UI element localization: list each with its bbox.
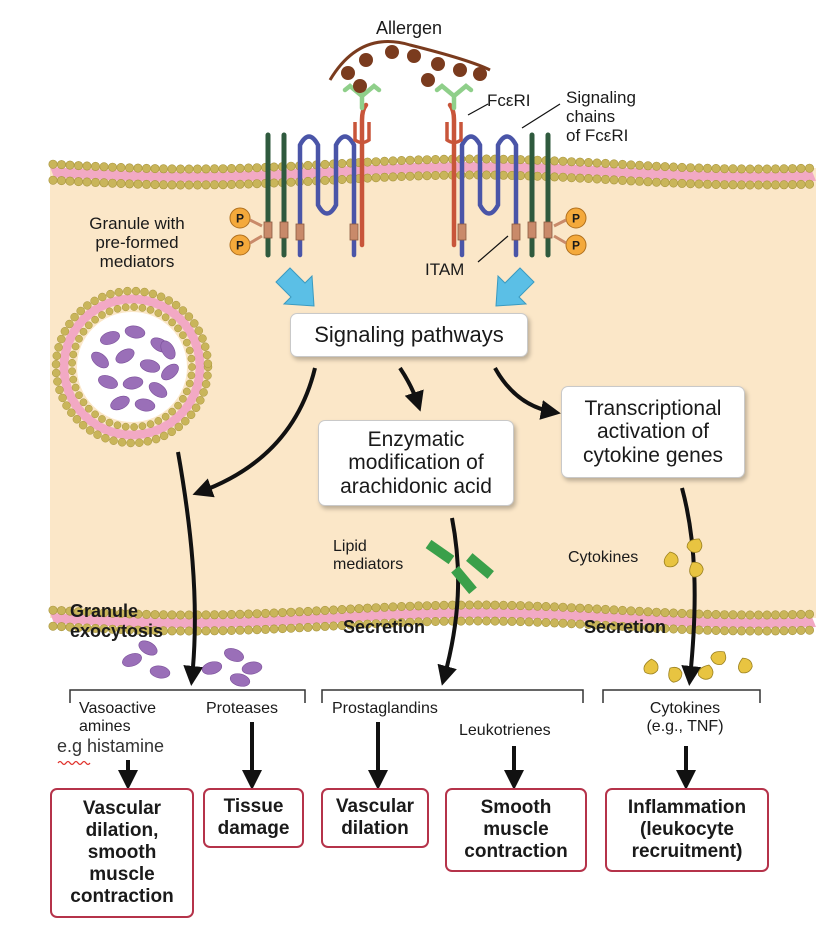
allergen-label: Allergen	[376, 18, 443, 38]
secretion-right-label: Secretion	[584, 617, 667, 637]
outcome-tissue-damage: Tissue damage	[203, 788, 304, 848]
signaling-pathways-box: Signaling pathways	[290, 313, 528, 357]
svg-text:P: P	[572, 239, 580, 253]
outcome-vascular-dilation: Vascular dilation	[321, 788, 429, 848]
top-membrane	[48, 154, 816, 190]
secretion-middle-label: Secretion	[343, 617, 426, 637]
activation-arrow-left	[275, 267, 315, 307]
signaling-chains-label: Signaling chains of FcεRI	[566, 88, 636, 146]
bracket-granule-products	[69, 689, 306, 703]
leader-itam	[477, 235, 509, 263]
arrow-lipid-secretion	[437, 517, 461, 686]
lipid-mediators	[425, 539, 494, 594]
allergen-molecule	[328, 40, 491, 93]
leader-signaling-chains	[521, 103, 561, 129]
leader-fceri	[467, 103, 489, 116]
receptor-right: PP	[434, 83, 587, 258]
bracket-lipid-products	[321, 689, 584, 703]
granule	[51, 286, 213, 448]
vasoactive-amines-label: Vasoactive amines	[79, 700, 157, 735]
granule-exocytosis-label: Granule exocytosis	[70, 601, 164, 642]
outcome-vascular-dilation-smooth-muscle: Vascular dilation, smooth muscle contrac…	[50, 788, 194, 918]
cytokines-label: Cytokines	[568, 549, 639, 566]
proteases-label: Proteases	[206, 700, 279, 717]
activation-arrow-right	[495, 267, 535, 307]
outcome-inflammation: Inflammation (leukocyte recruitment)	[605, 788, 769, 872]
spellcheck-underline	[57, 760, 91, 766]
leukotrienes-label: Leukotrienes	[459, 722, 551, 739]
transcriptional-activation-box: Transcriptional activation of cytokine g…	[561, 386, 745, 478]
fceri-label: FcεRI	[487, 91, 531, 110]
histamine-note: e.g histamine	[57, 736, 165, 756]
outcome-smooth-muscle-contraction: Smooth muscle contraction	[445, 788, 587, 872]
prostaglandins-label: Prostaglandins	[332, 700, 438, 717]
svg-text:P: P	[236, 212, 244, 226]
bracket-cytokine-products	[602, 689, 761, 703]
arrow-granule-exocytosis	[176, 451, 204, 686]
arrow-to-granule	[192, 367, 317, 498]
bottom-membrane	[48, 600, 816, 636]
svg-text:P: P	[236, 239, 244, 253]
granule-with-mediators-label: Granule with pre-formed mediators	[89, 214, 185, 272]
enzymatic-modification-box: Enzymatic modification of arachidonic ac…	[318, 420, 514, 506]
lipid-mediators-label: Lipid mediators	[333, 538, 404, 573]
svg-text:P: P	[572, 212, 580, 226]
itam-label: ITAM	[425, 260, 465, 279]
arrow-to-transcriptional	[493, 367, 561, 420]
cytokines-tnf-label: Cytokines (e.g., TNF)	[646, 700, 724, 735]
cytokine-particles	[643, 538, 753, 683]
arrow-to-enzymatic	[398, 366, 424, 412]
released-granule-contents	[122, 640, 263, 687]
